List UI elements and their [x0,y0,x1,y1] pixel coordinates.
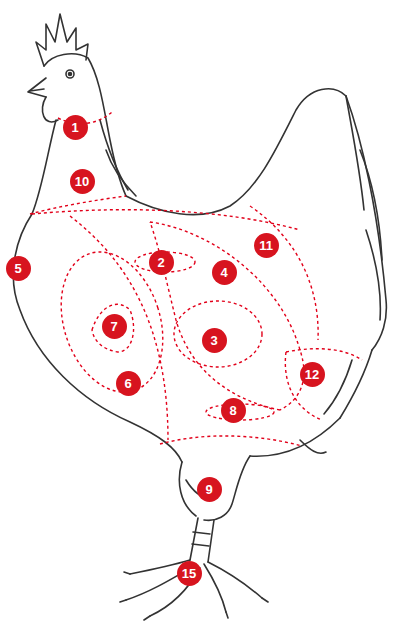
callout-number: 6 [124,377,131,390]
callout-badge: 9 [197,477,222,502]
callout-number: 9 [205,483,212,496]
callout-badge: 10 [70,169,95,194]
callout-badge: 15 [177,561,202,586]
callout-badge: 11 [254,233,279,258]
callout-number: 10 [75,175,89,188]
callout-badge: 1 [63,115,88,140]
callout-number: 12 [305,368,319,381]
callout-badge: 3 [202,328,227,353]
callout-number: 2 [157,256,164,269]
callout-badge: 8 [221,398,246,423]
callout-badge: 4 [212,260,237,285]
callout-badge: 12 [300,362,325,387]
callout-number: 8 [229,404,236,417]
callout-number: 3 [210,334,217,347]
callout-number: 7 [110,320,117,333]
callout-number: 5 [14,262,21,275]
callout-number: 15 [182,567,196,580]
callout-number: 11 [259,239,273,252]
callout-badge: 7 [102,314,127,339]
callout-badge: 6 [116,371,141,396]
callout-number: 4 [220,266,227,279]
callout-badge: 5 [6,256,31,281]
callout-badge: 2 [149,250,174,275]
callout-number: 1 [71,121,78,134]
